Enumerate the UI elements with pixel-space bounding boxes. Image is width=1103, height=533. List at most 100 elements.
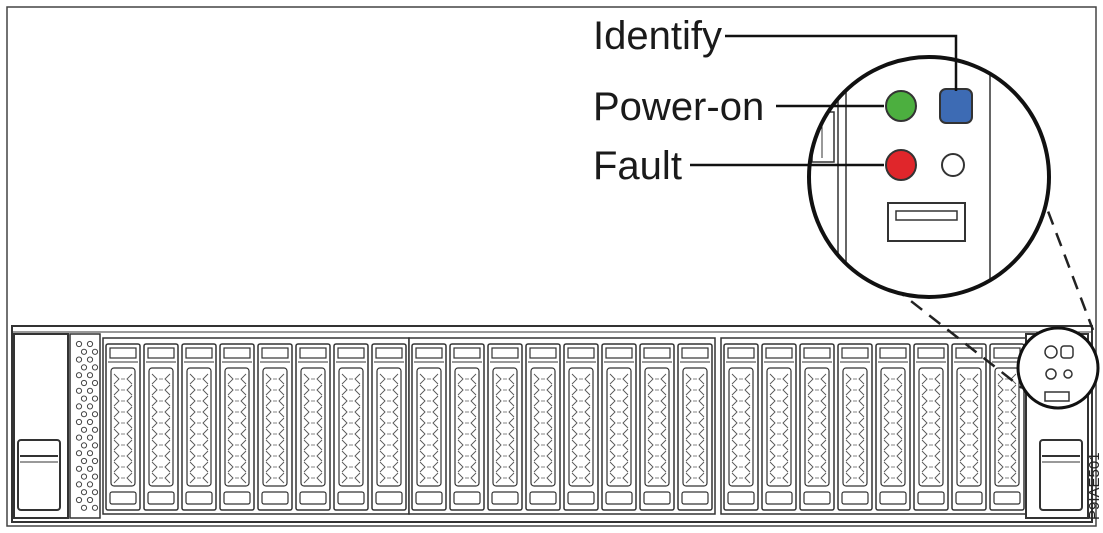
drive-bay-latch[interactable] [223, 491, 251, 505]
vent-hole [91, 364, 99, 371]
drive-bay[interactable] [487, 343, 523, 511]
drive-bay-latch[interactable] [261, 491, 289, 505]
drive-bay-latch[interactable] [955, 491, 983, 505]
drive-bay[interactable] [761, 343, 797, 511]
drive-bay[interactable] [257, 343, 293, 511]
vent-hole [75, 450, 83, 457]
drive-bay[interactable] [449, 343, 485, 511]
vent-hole [80, 411, 88, 418]
drive-bay-latch[interactable] [643, 491, 671, 505]
drive-bay-latch[interactable] [803, 491, 831, 505]
power-on-led [885, 90, 917, 122]
drive-bay[interactable] [333, 343, 369, 511]
drive-bay-latch[interactable] [415, 491, 443, 505]
vent-hole [75, 481, 83, 488]
drive-bay-latch[interactable] [375, 491, 403, 505]
magnified-operator-panel [807, 55, 1051, 299]
drive-bay[interactable] [295, 343, 331, 511]
identify-label: Identify [593, 14, 722, 58]
vent-hole [80, 395, 88, 402]
zoom-line-left [892, 286, 1023, 389]
small-info-led [1063, 369, 1073, 379]
vent-hole [80, 489, 88, 496]
drive-bay-latch[interactable] [491, 491, 519, 505]
left-vent-grille [69, 333, 101, 519]
vent-hole [75, 403, 83, 410]
drive-bays [102, 337, 1028, 515]
drive-bay[interactable] [219, 343, 255, 511]
drive-bay-latch[interactable] [841, 491, 869, 505]
drive-bay-latch[interactable] [337, 491, 365, 505]
vent-hole [86, 465, 94, 472]
drive-bay[interactable] [525, 343, 561, 511]
drive-bay[interactable] [563, 343, 599, 511]
drive-bay-latch[interactable] [453, 491, 481, 505]
drive-bay-latch[interactable] [109, 491, 137, 505]
vent-hole [91, 379, 99, 387]
drive-bay[interactable] [143, 343, 179, 511]
drive-bay-latch[interactable] [299, 491, 327, 505]
drive-bay[interactable] [677, 343, 713, 511]
drive-bay[interactable] [951, 343, 987, 511]
left-rack-ear [13, 333, 69, 519]
drive-bay[interactable] [371, 343, 407, 511]
vent-hole [86, 356, 94, 363]
drive-bay-latch[interactable] [605, 491, 633, 505]
operator-panel-small-callout [1016, 326, 1100, 410]
drive-bay-latch[interactable] [185, 491, 213, 505]
small-power-led [1044, 345, 1058, 359]
drive-bay[interactable] [799, 343, 835, 511]
small-identify-led [1060, 345, 1074, 359]
left-rack-handle [17, 439, 61, 511]
vent-hole [75, 434, 83, 441]
server-chassis [11, 325, 1100, 523]
drive-bay-latch[interactable] [993, 491, 1021, 505]
vent-hole [86, 481, 94, 488]
drive-bay[interactable] [989, 343, 1025, 511]
figure-id-label: P9IAE501 [1086, 452, 1103, 520]
vent-hole [91, 348, 99, 355]
fault-label: Fault [593, 144, 682, 188]
right-rack-handle [1039, 439, 1083, 511]
drive-bay-latch[interactable] [917, 491, 945, 505]
drive-bay[interactable] [105, 343, 141, 511]
usb-port [887, 202, 966, 242]
drive-bay[interactable] [723, 343, 759, 511]
drive-bay[interactable] [639, 343, 675, 511]
power-on-label: Power-on [593, 85, 764, 129]
zoom-line-right [1038, 189, 1095, 331]
vent-hole [91, 473, 99, 480]
vent-hole [75, 356, 83, 363]
drive-bay-latch[interactable] [567, 491, 595, 505]
vent-hole [86, 450, 94, 457]
vent-hole [80, 473, 88, 480]
vent-hole [80, 442, 88, 449]
vent-hole [75, 496, 83, 504]
drive-bay[interactable] [837, 343, 873, 511]
drive-bay[interactable] [875, 343, 911, 511]
small-usb-port [1044, 391, 1070, 402]
drive-bay[interactable] [181, 343, 217, 511]
drive-bay-latch[interactable] [529, 491, 557, 505]
drive-bay-latch[interactable] [147, 491, 175, 505]
vent-hole [75, 340, 83, 348]
identify-leader-line [725, 34, 958, 91]
vent-hole [91, 489, 99, 496]
small-fault-led [1045, 368, 1057, 380]
drive-bay[interactable] [913, 343, 949, 511]
vent-hole [75, 465, 83, 472]
callout-leaders [690, 34, 958, 167]
drive-bay-latch[interactable] [765, 491, 793, 505]
vent-hole [80, 504, 88, 511]
zoom-circle-outline [807, 55, 1051, 299]
drive-bay[interactable] [601, 343, 637, 511]
information-led [941, 153, 965, 177]
drive-bay-latch[interactable] [879, 491, 907, 505]
vent-hole [80, 364, 88, 371]
vent-hole [80, 348, 88, 355]
drive-bay[interactable] [411, 343, 447, 511]
drive-bay-latch[interactable] [727, 491, 755, 505]
drive-bay-latch[interactable] [681, 491, 709, 505]
vent-hole [80, 426, 88, 433]
